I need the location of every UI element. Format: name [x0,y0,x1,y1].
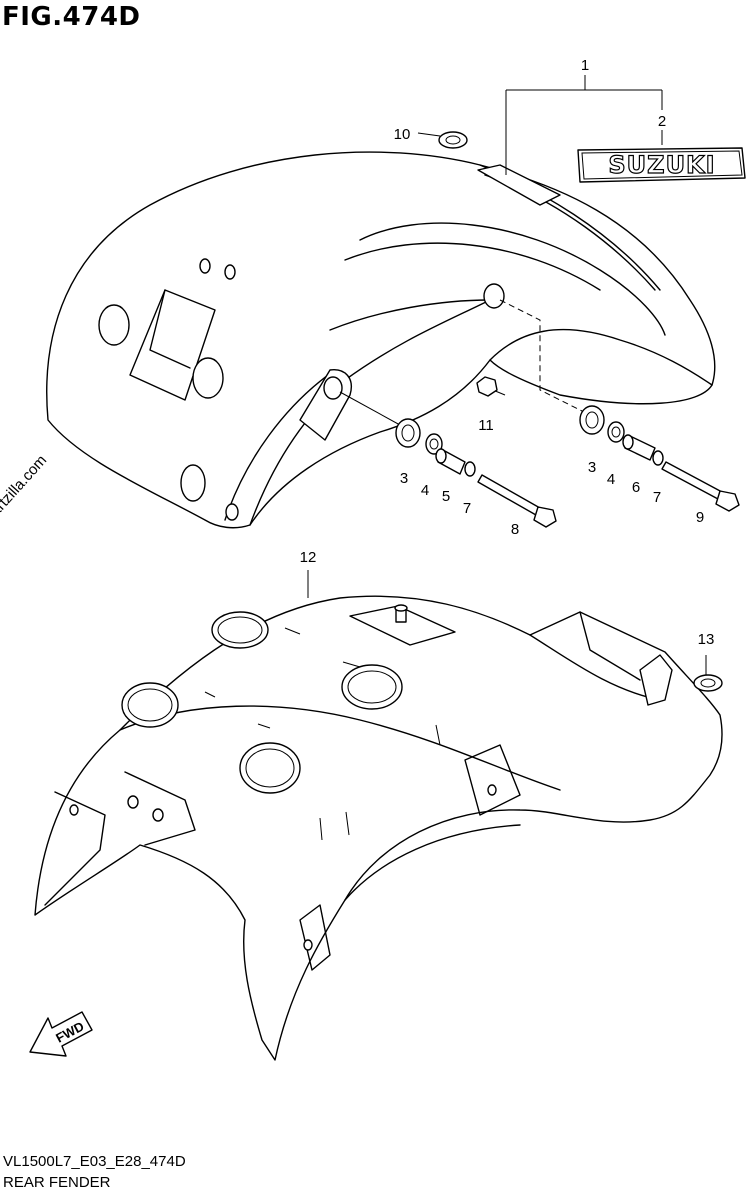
bolt-8[interactable] [477,474,557,528]
callout-5: 5 [442,488,450,505]
fwd-arrow-icon: FWD [29,1011,93,1057]
emblem-text: SUZUKI [608,151,715,179]
callout-8: 8 [511,521,519,538]
callout-3-left: 3 [400,470,408,487]
callout-7-right: 7 [653,489,661,506]
callout-4-left: 4 [421,482,429,499]
spacer-6[interactable] [622,434,656,461]
callout-4-right: 4 [607,471,615,488]
rear-fender-outer[interactable] [46,151,716,529]
inner-fender-12[interactable] [34,595,723,1061]
nut-11[interactable] [476,376,498,397]
suzuki-emblem[interactable]: SUZUKI [577,147,746,183]
callout-13: 13 [698,631,715,648]
washer-7-left[interactable] [464,461,476,477]
callout-2: 2 [658,113,666,130]
bolt-9[interactable] [661,461,740,512]
grommet-13[interactable] [693,674,723,692]
figure-title: FIG.474D [2,2,141,32]
washer-4-right[interactable] [607,421,625,443]
callout-10: 10 [394,126,411,143]
callout-11: 11 [478,417,494,434]
model-code: VL1500L7_E03_E28_474D [3,1153,186,1170]
cushion-3-right[interactable] [579,405,605,435]
callout-6: 6 [632,479,640,496]
cushion-3-left[interactable] [395,418,421,448]
callout-3-right: 3 [588,459,596,476]
washer-4-left[interactable] [425,433,443,455]
figure-caption: REAR FENDER [3,1174,111,1191]
callout-1: 1 [581,57,589,74]
grommet-10[interactable] [438,131,468,149]
callout-9: 9 [696,509,704,526]
washer-7-right[interactable] [652,450,664,466]
callout-7-left: 7 [463,500,471,517]
spacer-5[interactable] [435,448,466,475]
callout-12: 12 [300,549,317,566]
